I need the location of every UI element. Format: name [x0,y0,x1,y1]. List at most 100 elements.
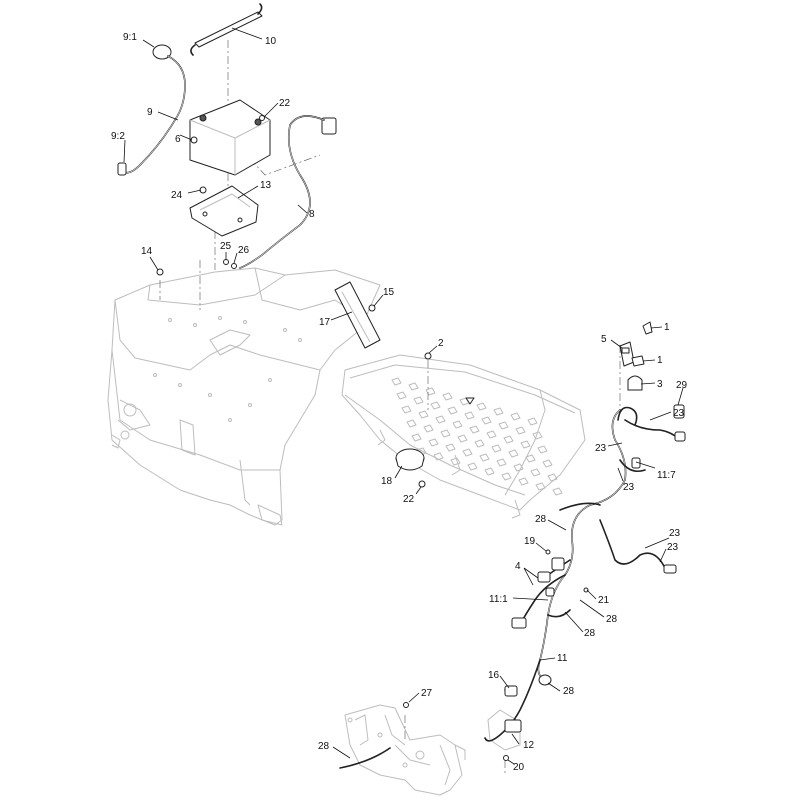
wire-harness [339,404,686,769]
footplate-grid-cell [391,377,402,386]
footplate-grid-cell [547,473,558,482]
callout-23-e: 23 [667,542,679,553]
callout-17: 17 [319,317,331,328]
callout-25: 25 [220,241,232,252]
callout-28-c: 28 [584,628,596,639]
callout-22-alarm: 22 [403,494,415,505]
footplate-grid-cell [532,431,543,440]
callout-11-7: 11:7 [657,470,676,481]
footplate-grid-cell [498,421,509,430]
callout-23-d: 23 [669,528,681,539]
callout-11: 11 [557,653,568,664]
footplate-grid-cell [508,449,519,458]
battery-cable-negative [117,44,186,176]
footplate-grid-cell [411,433,422,442]
callout-27: 27 [421,688,433,699]
footplate-grid-cell [493,407,504,416]
footplate-grid-cell [486,430,497,439]
footplate-grid-cell [442,392,453,401]
footplate-grid-cell [484,467,495,476]
battery [189,99,271,176]
footplate-grid-cell [530,468,541,477]
footplate-grid-cell [520,440,531,449]
callout-22-battery: 22 [279,98,291,109]
footplate-grid-cell [445,443,456,452]
callout-23-a: 23 [673,408,685,419]
callout-14: 14 [141,246,153,257]
callout-18: 18 [381,476,393,487]
footplate-grid-cell [396,391,407,400]
callout-19: 19 [524,536,536,547]
footplate-grid-cell [457,434,468,443]
footplate-grid-cell [418,410,429,419]
callout-labels: 9:1 10 9 22 9:2 6 13 24 8 25 26 14 15 17… [111,32,688,773]
callout-28-d: 28 [563,686,575,697]
footplate-grid-cell [408,382,419,391]
footplate-grid-cell [401,405,412,414]
footplate-grid-cell [527,417,538,426]
callout-26: 26 [238,245,250,256]
footplate-grid-cell [469,425,480,434]
callout-28-b: 28 [606,614,618,625]
callout-15: 15 [383,287,395,298]
battery-cable-positive [239,115,337,269]
hold-down-rod [190,3,263,56]
ghost-frame [107,267,586,796]
callout-1-mid: 1 [657,355,663,366]
callout-12: 12 [523,740,535,751]
footplate-grid-cell [515,426,526,435]
footplate-grid-cell [450,457,461,466]
footplate-grid-cell [406,419,417,428]
fasteners [156,115,589,761]
footplate-grid-cell [552,487,563,496]
footplate-grid-cell [518,477,529,486]
footplate-grid-cell [503,435,514,444]
footplate-grid-cell [496,458,507,467]
switches [465,321,653,405]
callout-28-a: 28 [535,514,547,525]
footplate-grid-cell [491,444,502,453]
callout-20: 20 [513,762,525,773]
footplate-grid-cell [525,454,536,463]
callout-29: 29 [676,380,688,391]
footplate-grid-cell [423,424,434,433]
footplate-grid-cell [440,429,451,438]
alarm [395,448,425,471]
callout-2: 2 [438,338,444,349]
callout-6: 6 [175,134,181,145]
callout-23-c: 23 [623,482,635,493]
footplate-grid-cell [537,445,548,454]
footplate-grid-cell [467,462,478,471]
callout-4: 4 [515,561,521,572]
footplate-grid-cell [462,448,473,457]
callout-9: 9 [147,107,153,118]
callout-16: 16 [488,670,500,681]
footplate-grid-cell [481,416,492,425]
footplate-grid-cell [501,472,512,481]
footplate-grid-cell [428,438,439,447]
callout-3: 3 [657,379,663,390]
callout-1-top: 1 [664,322,670,333]
footplate-grid-cell [433,452,444,461]
footplate-grid-cell [435,415,446,424]
footplate-grid-cell [413,396,424,405]
callout-10: 10 [265,36,277,47]
callout-21: 21 [598,595,610,606]
callout-8: 8 [309,209,315,220]
callout-24: 24 [171,190,183,201]
callout-11-1: 11:1 [489,594,508,605]
footplate-grid-cell [452,420,463,429]
footplate-grid-cell [430,401,441,410]
callout-9-1: 9:1 [123,32,137,43]
footplate-grid-cell [474,439,485,448]
footplate-grid-cell [476,402,487,411]
callout-5: 5 [601,334,607,345]
battery-tray [189,185,259,237]
seat-rail [334,281,381,349]
callout-28-e: 28 [318,741,330,752]
callout-9-2: 9:2 [111,131,125,142]
callout-13: 13 [260,180,272,191]
leader-lines [123,27,684,765]
